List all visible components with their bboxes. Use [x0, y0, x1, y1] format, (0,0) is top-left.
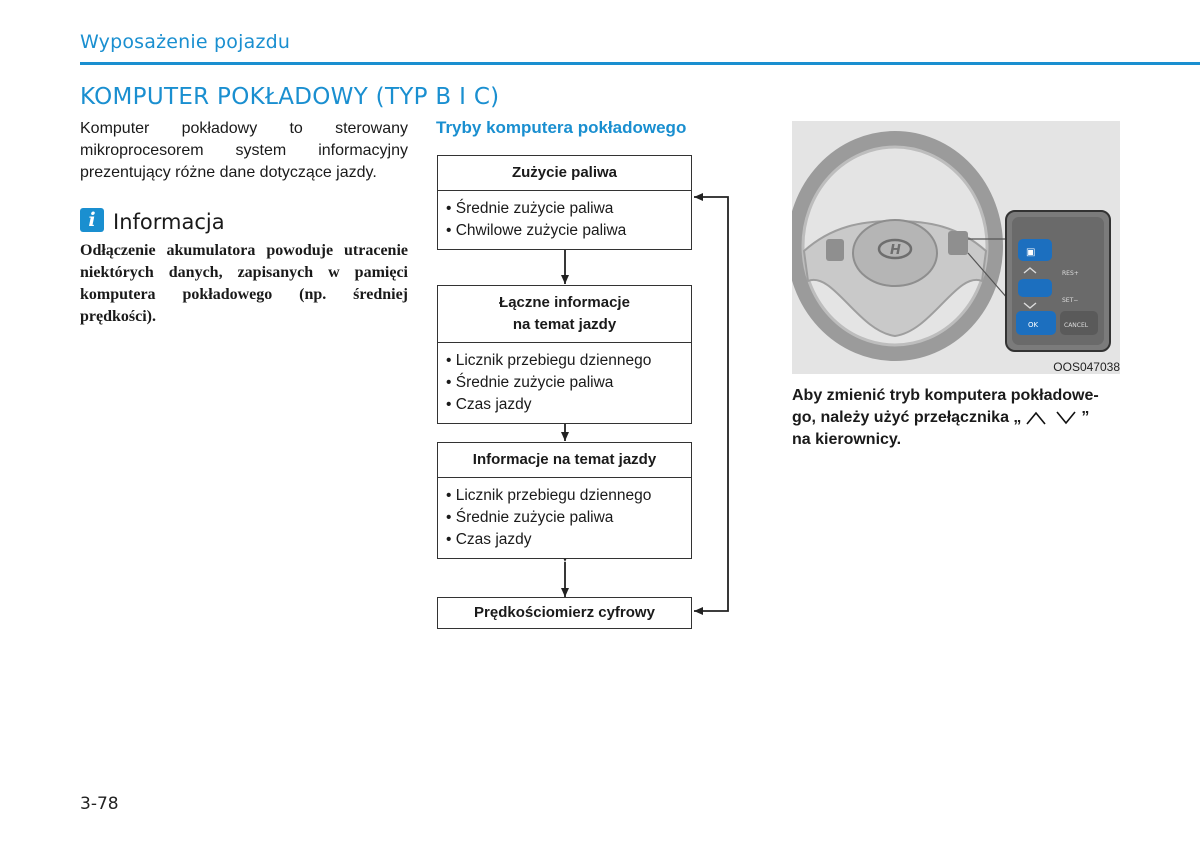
cancel-label: CANCEL	[1064, 322, 1089, 329]
logo-icon	[877, 238, 913, 260]
set-label: SET−	[1062, 297, 1078, 304]
list-item: Średnie zużycie paliwa	[446, 198, 683, 220]
mode-box-title: Łączne informacje na temat jazdy	[438, 286, 691, 343]
mode-box-speedometer: Prędkościomierz cyfrowy	[437, 597, 692, 629]
caption-line3: na kierownicy.	[792, 431, 902, 448]
caption-line2-prefix: go, należy użyć przełącznika „	[792, 409, 1022, 426]
caption-line1: Aby zmienić tryb komputera pokładowe-	[792, 387, 1099, 404]
mode-box-fuel: Zużycie paliwa Średnie zużycie paliwa Ch…	[437, 155, 692, 250]
mode-box-title-line1: Łączne informacje	[499, 294, 630, 311]
info-body: Odłączenie akumulatora powoduje utraceni…	[80, 242, 408, 325]
image-code: OOS047038	[1053, 360, 1120, 374]
mode-box-cumulative: Łączne informacje na temat jazdy Licznik…	[437, 285, 692, 424]
mode-box-list: Średnie zużycie paliwa Chwilowe zużycie …	[438, 191, 691, 249]
mode-box-list: Licznik przebiegu dziennego Średnie zuży…	[438, 343, 691, 423]
mode-box-title: Zużycie paliwa	[438, 156, 691, 191]
caption: Aby zmienić tryb komputera pokładowe- go…	[792, 385, 1120, 451]
page-number: 3-78	[80, 794, 119, 814]
steering-wheel-image: H ▣ RES+ SET− OK CANCEL	[787, 121, 1120, 374]
section-title: Wyposażenie pojazdu	[80, 31, 291, 53]
info-icon: i	[80, 208, 104, 232]
mode-box-title-line2: na temat jazdy	[512, 316, 617, 333]
modes-heading: Tryby komputera pokładowego	[436, 118, 687, 137]
mode-box-list: Licznik przebiegu dziennego Średnie zuży…	[438, 478, 691, 558]
svg-text:▣: ▣	[1026, 247, 1035, 258]
mode-box-trip: Informacje na temat jazdy Licznik przebi…	[437, 442, 692, 559]
caption-line2-suffix: ”	[1081, 409, 1090, 426]
chevron-down-icon	[1056, 411, 1077, 425]
chevron-up-icon	[1026, 411, 1047, 425]
chevron-down-icon	[1023, 302, 1037, 309]
mode-box-title: Prędkościomierz cyfrowy	[474, 604, 655, 621]
list-item: Chwilowe zużycie paliwa	[446, 220, 683, 242]
svg-text:H: H	[890, 243, 901, 258]
list-item: Czas jazdy	[446, 394, 683, 416]
intro-paragraph: Komputer pokładowy to sterowany mikropro…	[80, 120, 408, 181]
list-item: Średnie zużycie paliwa	[446, 372, 683, 394]
chevron-up-icon	[1023, 267, 1037, 274]
list-item: Średnie zużycie paliwa	[446, 507, 683, 529]
loop-arrow-lower	[694, 496, 729, 615]
list-item: Licznik przebiegu dziennego	[446, 350, 683, 372]
header-rule	[80, 62, 1200, 65]
ok-label: OK	[1028, 321, 1039, 329]
mode-box-title: Informacje na temat jazdy	[438, 443, 691, 478]
list-item: Licznik przebiegu dziennego	[446, 485, 683, 507]
info-heading: Informacja	[113, 210, 225, 234]
list-item: Czas jazdy	[446, 529, 683, 551]
page-title: KOMPUTER POKŁADOWY (TYP B I C)	[80, 84, 500, 110]
loop-arrow-upper	[694, 193, 729, 496]
res-label: RES+	[1062, 270, 1079, 277]
caption-line2: go, należy użyć przełącznika „ ”	[792, 407, 1120, 429]
